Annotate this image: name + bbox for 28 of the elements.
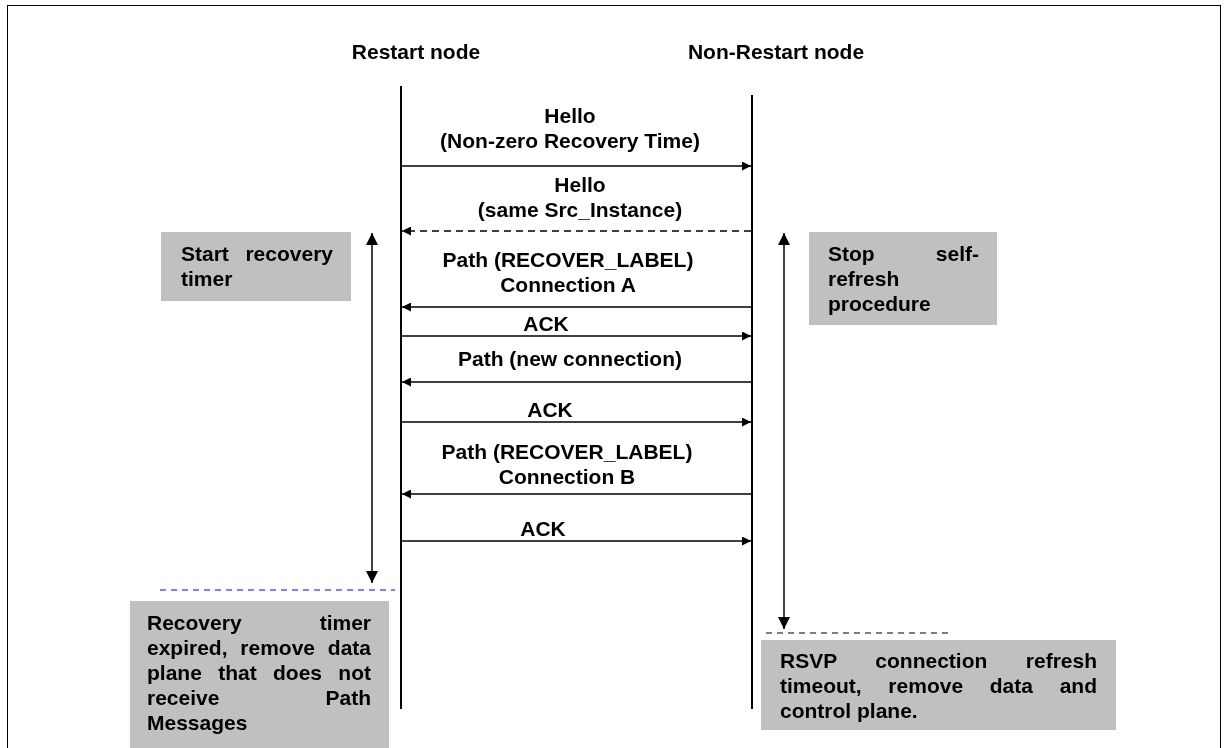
note-text: Recovery timer expired, remove data plane that does not receive Path Messages: [147, 610, 371, 735]
note-box: [161, 232, 351, 301]
message-arrow: [401, 226, 752, 236]
note-box: [130, 601, 389, 748]
message-arrow: [401, 161, 752, 171]
message-arrow: [401, 536, 752, 546]
message-arrow: [401, 331, 752, 341]
note-text: Start recovery timer: [181, 241, 333, 291]
edge-label: Path (RECOVER_LABEL) Connection B: [441, 439, 693, 489]
note-box: [809, 232, 997, 325]
note-box: [761, 640, 1116, 730]
message-arrow: [401, 417, 752, 427]
message-arrow: [401, 489, 752, 499]
edge-label: ACK: [527, 397, 573, 422]
edge-label: Path (RECOVER_LABEL) Connection A: [442, 247, 694, 297]
message-arrow: [401, 302, 752, 312]
duration-arrow: [778, 232, 790, 630]
edge-label: ACK: [520, 516, 566, 541]
lifeline-heading: Restart node: [351, 39, 481, 64]
note-text: RSVP connection refresh timeout, remove data and control plane.: [780, 648, 1097, 723]
edge-label: ACK: [523, 311, 569, 336]
message-arrow: [401, 377, 752, 387]
edge-label: Hello (Non-zero Recovery Time): [440, 103, 700, 153]
edge-label: Hello (same Src_Instance): [477, 172, 683, 222]
note-text: Stop self-refresh procedure: [828, 241, 979, 316]
duration-arrow: [366, 232, 378, 584]
edge-label: Path (new connection): [458, 346, 682, 371]
lifeline-heading: Non-Restart node: [687, 39, 865, 64]
